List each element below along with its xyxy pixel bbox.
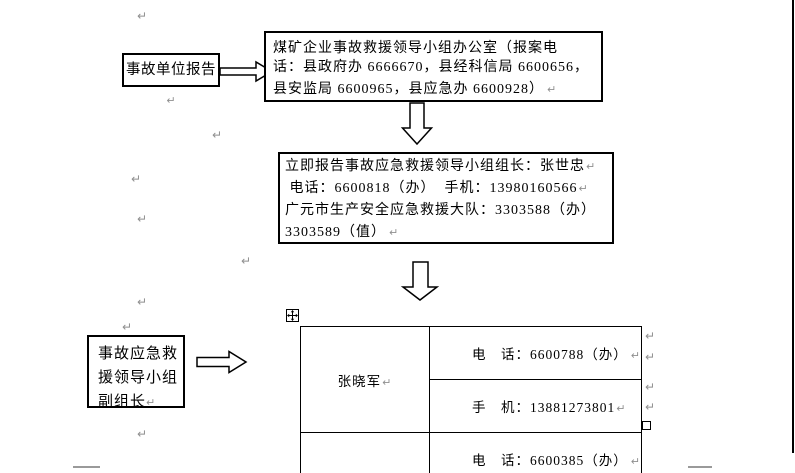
contact-table[interactable]: 张晓军↵ 电 话：6600788（办）↵ 手 机：13881273801↵ 孙元… — [300, 326, 642, 473]
paragraph-mark: ↵ — [645, 350, 656, 364]
paragraph-mark: ↵ — [137, 212, 148, 226]
office-line-2: 话：县政府办 6666670，县经科信局 6600656， — [273, 60, 589, 75]
deputy-line-2: 援领导小组 — [98, 370, 179, 386]
table-move-handle[interactable] — [286, 309, 299, 322]
paragraph-mark: ↵ — [389, 226, 400, 239]
accident-unit-report-label: 事故单位报告 — [126, 62, 216, 78]
paragraph-mark: ↵ — [645, 380, 656, 394]
paragraph-mark: ↵ — [382, 375, 393, 389]
paragraph-mark: ↵ — [122, 320, 133, 334]
contact-phone-cell[interactable]: 电 话：6600385（办）↵ — [429, 432, 642, 473]
text-boundary-mark-left — [73, 466, 100, 468]
arrow-office-to-leader[interactable] — [398, 101, 438, 147]
office-line-1: 煤矿企业事故救援领导小组办公室（报案电 — [273, 41, 558, 56]
paragraph-mark: ↵ — [630, 455, 641, 468]
deputy-line-1: 事故应急救 — [98, 346, 179, 362]
move-handle-icon — [287, 310, 298, 321]
flow-box-deputy-leaders[interactable]: 事故应急救 援领导小组 副组长↵ — [87, 335, 185, 410]
contact-name-cell[interactable]: 张晓军↵ — [300, 326, 430, 433]
paragraph-mark: ↵ — [212, 128, 223, 142]
deputy-line-3: 副组长↵ — [98, 394, 157, 410]
table-row: 手 机：13881273801↵ — [301, 379, 642, 433]
paragraph-mark: ↵ — [146, 396, 157, 409]
paragraph-mark: ↵ — [137, 9, 148, 23]
flow-box-rescue-office[interactable]: 煤矿企业事故救援领导小组办公室（报案电 话：县政府办 6666670，县经科信局… — [264, 31, 603, 102]
paragraph-mark: ↵ — [241, 254, 252, 268]
paragraph-mark: ↵ — [586, 160, 597, 173]
leader-line-2: 电话：6600818（办） 手机：13980160566↵ — [285, 181, 589, 196]
leader-line-4: 3303589（值）↵ — [285, 225, 400, 240]
page-boundary-right-line — [792, 0, 794, 453]
table-row: 孙元泰↵ 电 话：6600385（办）↵ — [300, 432, 642, 473]
paragraph-mark: ↵ — [137, 427, 148, 441]
arrow-leader-to-table[interactable] — [399, 260, 441, 303]
paragraph-mark: ↵ — [645, 400, 656, 414]
arrow-deputy-to-table[interactable] — [195, 349, 249, 375]
table-resize-handle[interactable] — [642, 421, 651, 430]
paragraph-mark: ↵ — [547, 83, 558, 96]
table-row: 张晓军↵ 电 话：6600788（办）↵ — [300, 326, 642, 433]
paragraph-mark: ↵ — [630, 349, 641, 362]
leader-line-1: 立即报告事故应急救援领导小组组长：张世忠↵ — [285, 159, 597, 174]
leader-line-3: 广元市生产安全应急救援大队：3303588（办） — [285, 203, 596, 218]
contact-phone-cell[interactable]: 电 话：6600788（办）↵ — [429, 326, 642, 380]
paragraph-mark: ↵ — [616, 402, 627, 415]
paragraph-mark: ↵ — [137, 295, 148, 309]
contact-name-cell[interactable]: 孙元泰↵ — [300, 432, 430, 473]
office-line-3: 县安监局 6600965，县应急办 6600928）↵ — [273, 82, 558, 97]
right-block-arrow-shape — [196, 350, 248, 374]
flow-box-accident-unit-report[interactable]: 事故单位报告 ↵ — [122, 53, 220, 107]
contact-mobile-cell[interactable]: 手 机：13881273801↵ — [429, 379, 642, 433]
paragraph-mark: ↵ — [578, 182, 589, 195]
paragraph-mark: ↵ — [166, 94, 176, 107]
paragraph-mark: ↵ — [131, 172, 142, 186]
down-block-arrow-shape — [400, 261, 440, 301]
flow-box-report-leader[interactable]: 立即报告事故应急救援领导小组组长：张世忠↵ 电话：6600818（办） 手机：1… — [278, 152, 614, 244]
paragraph-mark: ↵ — [645, 329, 656, 343]
down-block-arrow-shape — [400, 102, 434, 146]
text-boundary-mark-right — [688, 466, 712, 468]
